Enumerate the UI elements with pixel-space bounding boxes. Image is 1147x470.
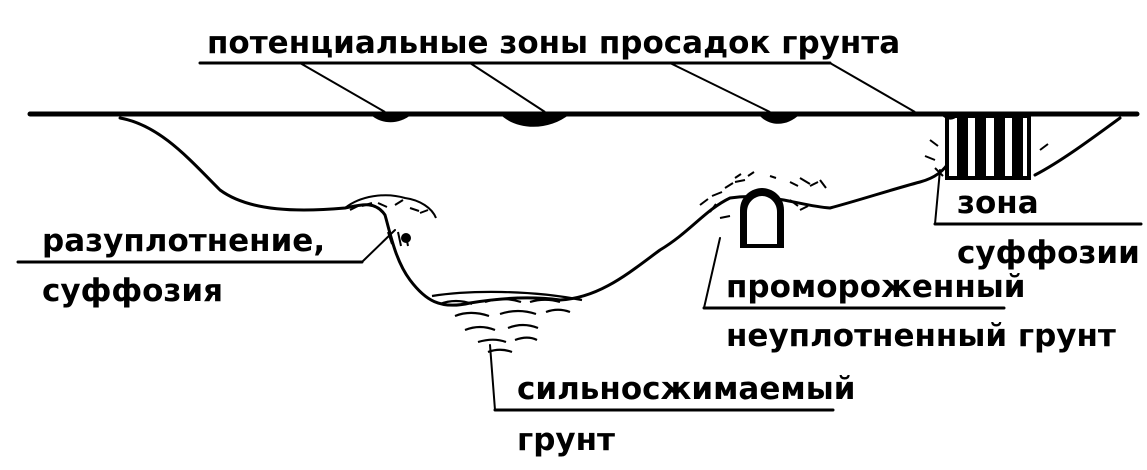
tunnel xyxy=(740,188,784,248)
subsidence-leaders xyxy=(299,62,916,113)
frozen-label-line2: неуплотненный грунт xyxy=(726,318,1116,354)
compressible-label-line2: грунт xyxy=(517,422,615,458)
suffosion-label-line2: суффозии xyxy=(957,235,1140,271)
decompaction-label-line2: суффозия xyxy=(42,273,223,309)
compressible-label-line1: сильносжимаемый xyxy=(517,371,855,407)
frozen-soil-marks xyxy=(699,171,827,219)
decompaction-label-line1: разуплотнение, xyxy=(42,223,325,259)
decompaction-zone-marks xyxy=(344,194,437,247)
compressible-leader xyxy=(489,344,496,411)
suffosion-leader xyxy=(934,169,941,225)
frozen-leader xyxy=(703,237,721,309)
suffosion-pillars xyxy=(924,114,1049,180)
terrain-profile-right xyxy=(1033,116,1122,177)
subsidence-zones-label: потенциальные зоны просадок грунта xyxy=(207,25,900,61)
frozen-label-line1: промороженный xyxy=(726,269,1026,305)
terrain-profile xyxy=(118,116,952,307)
compressible-soil-marks xyxy=(431,290,583,354)
suffosion-label-line1: зона xyxy=(957,185,1039,221)
subsidence-pockets xyxy=(370,114,958,127)
decompaction-leader xyxy=(361,229,396,263)
